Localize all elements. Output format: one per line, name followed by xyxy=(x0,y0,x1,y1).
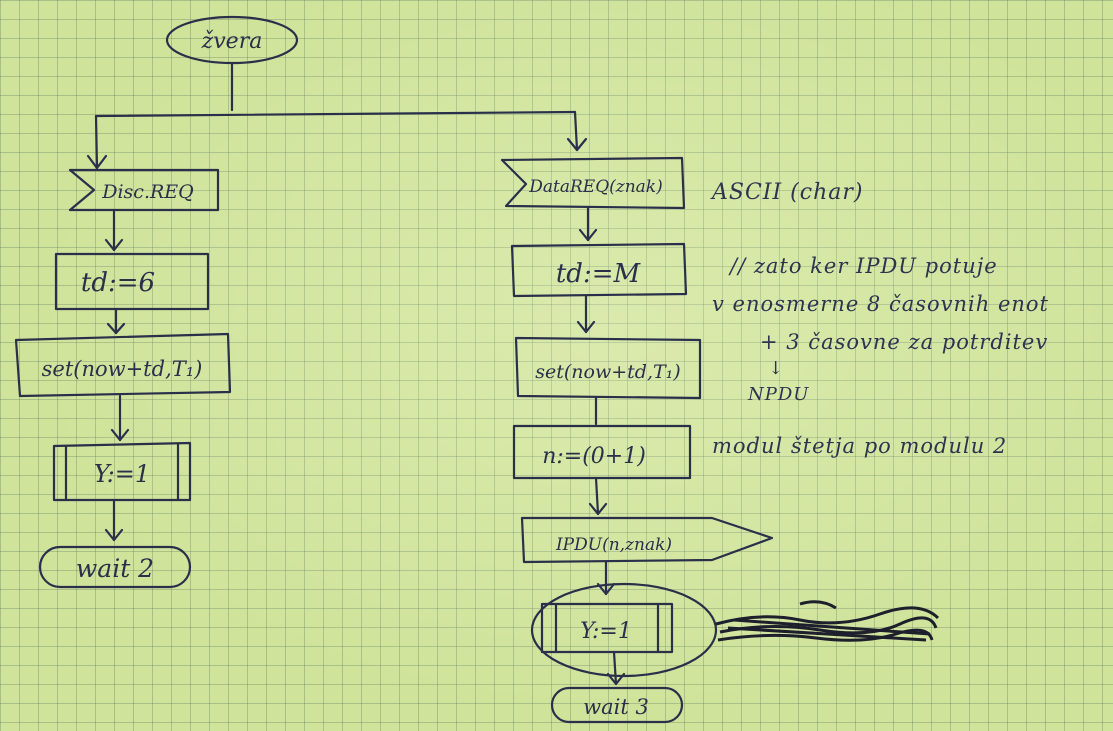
right-wait-terminator xyxy=(550,686,684,724)
split-line xyxy=(94,110,577,118)
note-line-2: v enosmerne 8 časovnih enot xyxy=(712,292,1049,316)
right-arrow-4 xyxy=(594,476,600,516)
right-output-signal xyxy=(520,516,774,564)
left-set-label: set(now+td,T₁) xyxy=(42,357,203,381)
left-wait-terminator xyxy=(38,545,192,589)
right-state-box xyxy=(540,602,674,654)
left-arrowhead-1 xyxy=(104,238,124,252)
left-state-box xyxy=(52,441,192,502)
crossed-out-scribble xyxy=(715,600,940,642)
left-assign-label: td:=6 xyxy=(81,268,155,298)
left-signal-label: Disc.REQ xyxy=(101,181,194,203)
right-arrowhead xyxy=(566,137,588,152)
right-assign-label: td:=M xyxy=(556,259,642,289)
right-set-label: set(now+td,T₁) xyxy=(535,361,680,383)
right-arrowhead-5 xyxy=(596,582,616,596)
right-connector xyxy=(573,110,579,152)
right-counter-label: n:=(0+1) xyxy=(542,444,646,469)
left-arrowhead-4 xyxy=(104,528,124,542)
right-arrowhead-4 xyxy=(588,502,608,516)
left-state-label: Y:=1 xyxy=(94,460,150,488)
start-label: žvera xyxy=(201,29,263,54)
note-ascii: ASCII (char) xyxy=(712,180,864,205)
right-state-sides xyxy=(554,602,660,654)
right-wait-label: wait 3 xyxy=(583,695,649,719)
left-arrowhead-2 xyxy=(106,322,126,335)
right-state-label: Y:=1 xyxy=(580,619,632,644)
right-arrowhead-6 xyxy=(606,672,626,686)
right-set-box xyxy=(514,336,702,400)
left-arrowhead xyxy=(86,154,108,170)
right-assign-box xyxy=(510,242,688,298)
left-arrowhead-3 xyxy=(110,428,130,442)
note-npdu: NPDU xyxy=(748,384,810,405)
right-arrow-6 xyxy=(612,650,618,686)
right-counter-box xyxy=(512,424,692,480)
right-signal-label: DataREQ(znak) xyxy=(528,177,663,197)
left-set-box xyxy=(14,332,232,398)
left-wait-label: wait 2 xyxy=(76,554,154,583)
note-arrow: ↓ xyxy=(768,358,785,379)
note-modulo: modul štetja po modulu 2 xyxy=(712,434,1008,458)
right-state-circle xyxy=(530,582,718,678)
note-line-3: + 3 časovne za potrditev xyxy=(760,330,1049,354)
left-input-signal xyxy=(68,168,220,212)
note-line-1: // zato ker IPDU potuje xyxy=(730,254,998,278)
right-input-signal xyxy=(500,156,686,210)
left-connector xyxy=(94,114,99,170)
right-arrowhead-1 xyxy=(578,228,598,242)
right-arrowhead-2 xyxy=(576,320,596,334)
left-assign-box xyxy=(54,252,210,311)
left-state-sides xyxy=(64,442,180,502)
right-output-label: IPDU(n,znak) xyxy=(555,535,672,555)
